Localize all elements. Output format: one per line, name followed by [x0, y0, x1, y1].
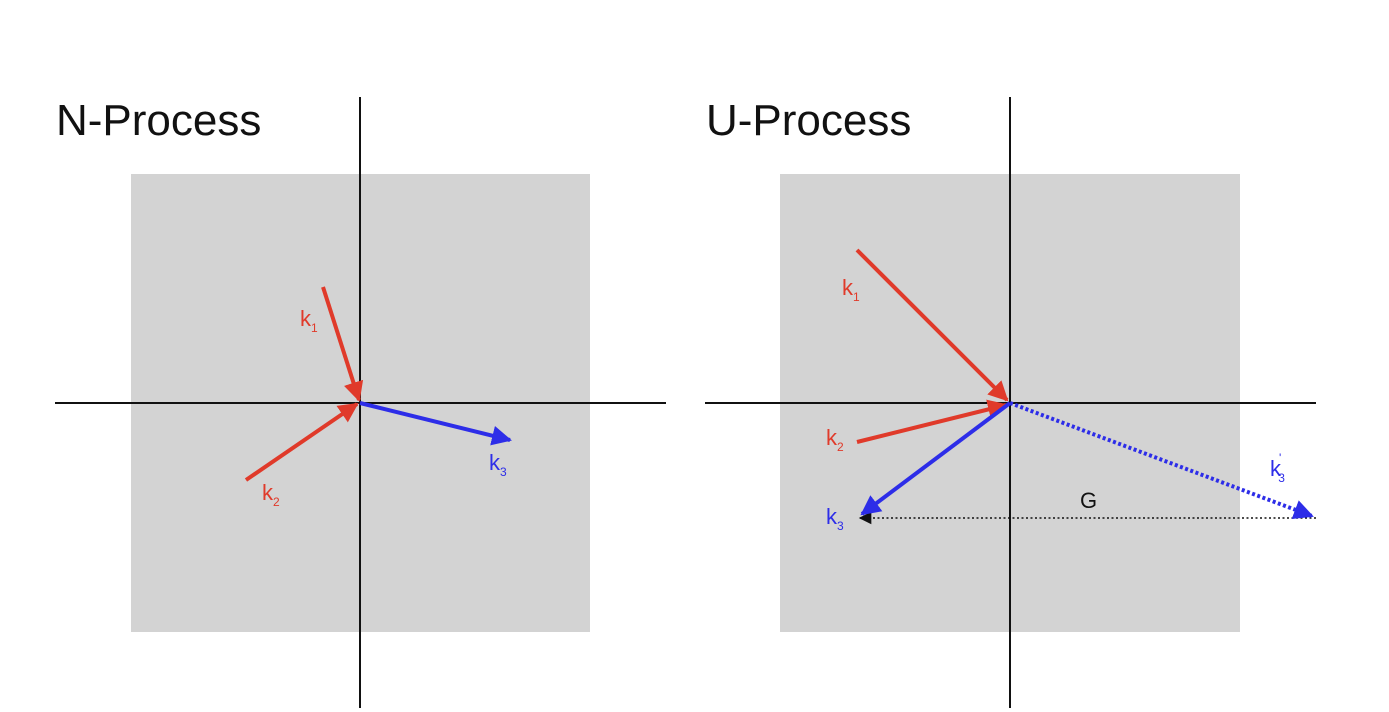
k2-subscript: 2	[273, 495, 280, 509]
k1-subscript: 1	[311, 321, 318, 335]
k2-label: k2	[826, 425, 844, 454]
k1-label: k1	[300, 306, 318, 335]
k2-vector	[856, 399, 1008, 444]
g-label: G	[1080, 488, 1097, 513]
k1-vector	[855, 248, 1009, 402]
k2-symbol: k	[826, 425, 838, 450]
k2-label: k2	[262, 480, 280, 509]
k3-subscript: 3	[500, 465, 507, 479]
u-process-panel: k1 k2 k3 k'3 G	[705, 97, 1316, 708]
k1-symbol: k	[300, 306, 312, 331]
k2-vector	[244, 402, 359, 482]
n-process-title: N-Process	[56, 96, 262, 145]
k1-symbol: k	[842, 275, 854, 300]
k3-prime-label: k' 3	[1270, 451, 1285, 485]
k3-vector	[359, 401, 512, 446]
k3-prime-subscript: 3	[1278, 471, 1285, 485]
k1-subscript: 1	[853, 290, 860, 304]
k3-prime-vector	[1009, 401, 1314, 520]
k3-label: k3	[826, 504, 844, 533]
k3-prime-symbol: k	[1270, 456, 1282, 481]
k3-prime-mark: '	[1279, 451, 1281, 465]
k2-subscript: 2	[837, 440, 844, 454]
k1-vector	[321, 286, 364, 402]
k3-subscript: 3	[837, 519, 844, 533]
k3-vector	[860, 401, 1012, 516]
k3-symbol: k	[489, 450, 501, 475]
u-process-title: U-Process	[706, 96, 912, 145]
k3-symbol: k	[826, 504, 838, 529]
k1-label: k1	[842, 275, 860, 304]
n-process-panel: k1 k2 k3	[55, 97, 666, 708]
k3-label: k3	[489, 450, 507, 479]
k2-symbol: k	[262, 480, 274, 505]
